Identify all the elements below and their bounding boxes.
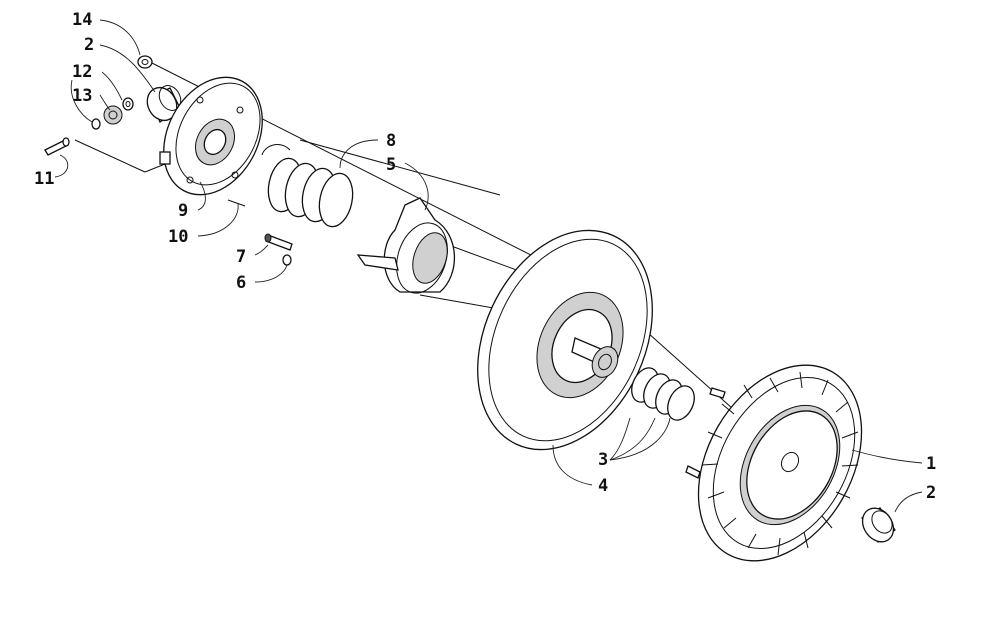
- callout-labels: 14 2 12 13 11 9 10 8 5 7 6 3 4 1 2: [34, 10, 936, 503]
- callout-1: 1: [926, 454, 936, 474]
- part-washer-small: [91, 118, 101, 130]
- callout-8: 8: [386, 131, 396, 151]
- part-7-screw: [264, 233, 293, 251]
- callout-4: 4: [598, 476, 608, 496]
- part-8-spring: [267, 157, 354, 228]
- callout-5: 5: [386, 155, 396, 175]
- part-13-roller: [103, 105, 123, 125]
- callout-7: 7: [236, 247, 246, 267]
- part-3-springs: [631, 367, 695, 421]
- part-14-nut: [137, 55, 153, 69]
- part-1-fixed-sheave: [685, 364, 863, 562]
- callout-11: 11: [34, 169, 54, 189]
- part-4-sheave: [477, 229, 653, 451]
- part-cover-plate: [159, 76, 263, 196]
- callout-6: 6: [236, 273, 246, 293]
- part-11-pin: [44, 137, 70, 156]
- callout-10: 10: [168, 227, 188, 247]
- leader-lines: [54, 19, 923, 513]
- callout-13: 13: [72, 86, 92, 106]
- callout-2-bottom: 2: [926, 483, 936, 503]
- part-5-cam: [356, 197, 456, 294]
- callout-3: 3: [598, 450, 608, 470]
- callout-2-top: 2: [84, 35, 94, 55]
- part-12-washer: [122, 97, 134, 111]
- part-9-10-wire-pin: [227, 144, 291, 207]
- callout-12: 12: [72, 62, 92, 82]
- callout-14: 14: [72, 10, 92, 30]
- callout-9: 9: [178, 201, 188, 221]
- part-6-washer: [282, 254, 292, 266]
- part-2-bushing-bottom: [861, 507, 896, 543]
